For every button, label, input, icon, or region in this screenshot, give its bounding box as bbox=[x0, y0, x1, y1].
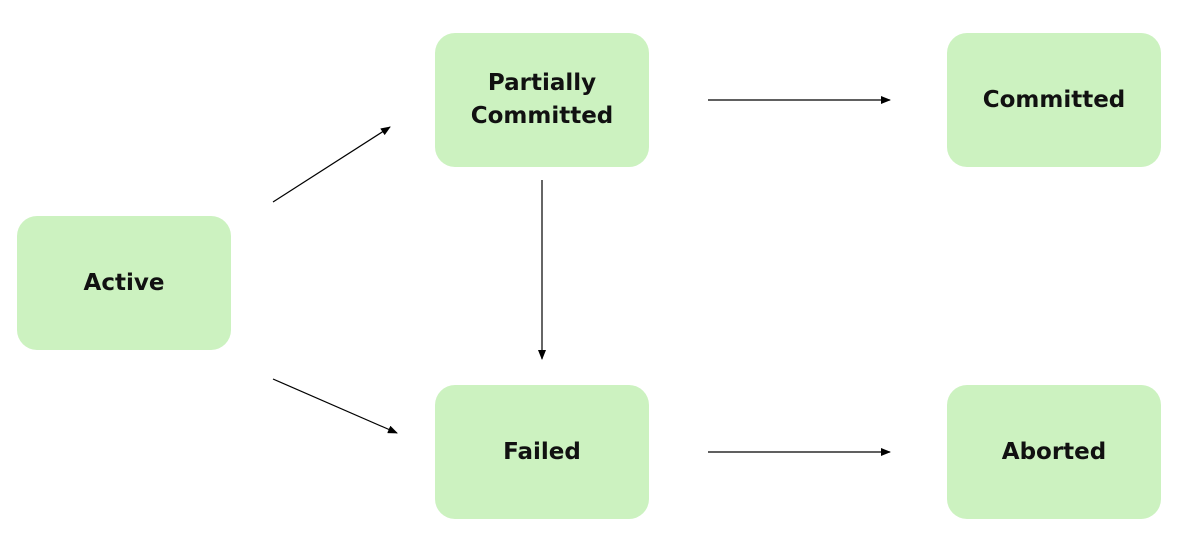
state-node-partially-committed: Partially Committed bbox=[435, 33, 649, 167]
arrow-active-to-partially-committed bbox=[272, 126, 391, 203]
state-label-failed: Failed bbox=[503, 438, 581, 465]
state-node-failed: Failed bbox=[435, 385, 649, 519]
state-node-active: Active bbox=[17, 216, 231, 350]
state-node-aborted: Aborted bbox=[947, 385, 1161, 519]
state-label-active: Active bbox=[83, 269, 165, 296]
state-label-committed: Committed bbox=[982, 86, 1126, 113]
state-label-aborted: Aborted bbox=[1001, 438, 1107, 465]
state-node-committed: Committed bbox=[947, 33, 1161, 167]
state-label-partially-committed: Partially Committed bbox=[470, 70, 614, 129]
arrow-active-to-failed bbox=[272, 378, 398, 434]
